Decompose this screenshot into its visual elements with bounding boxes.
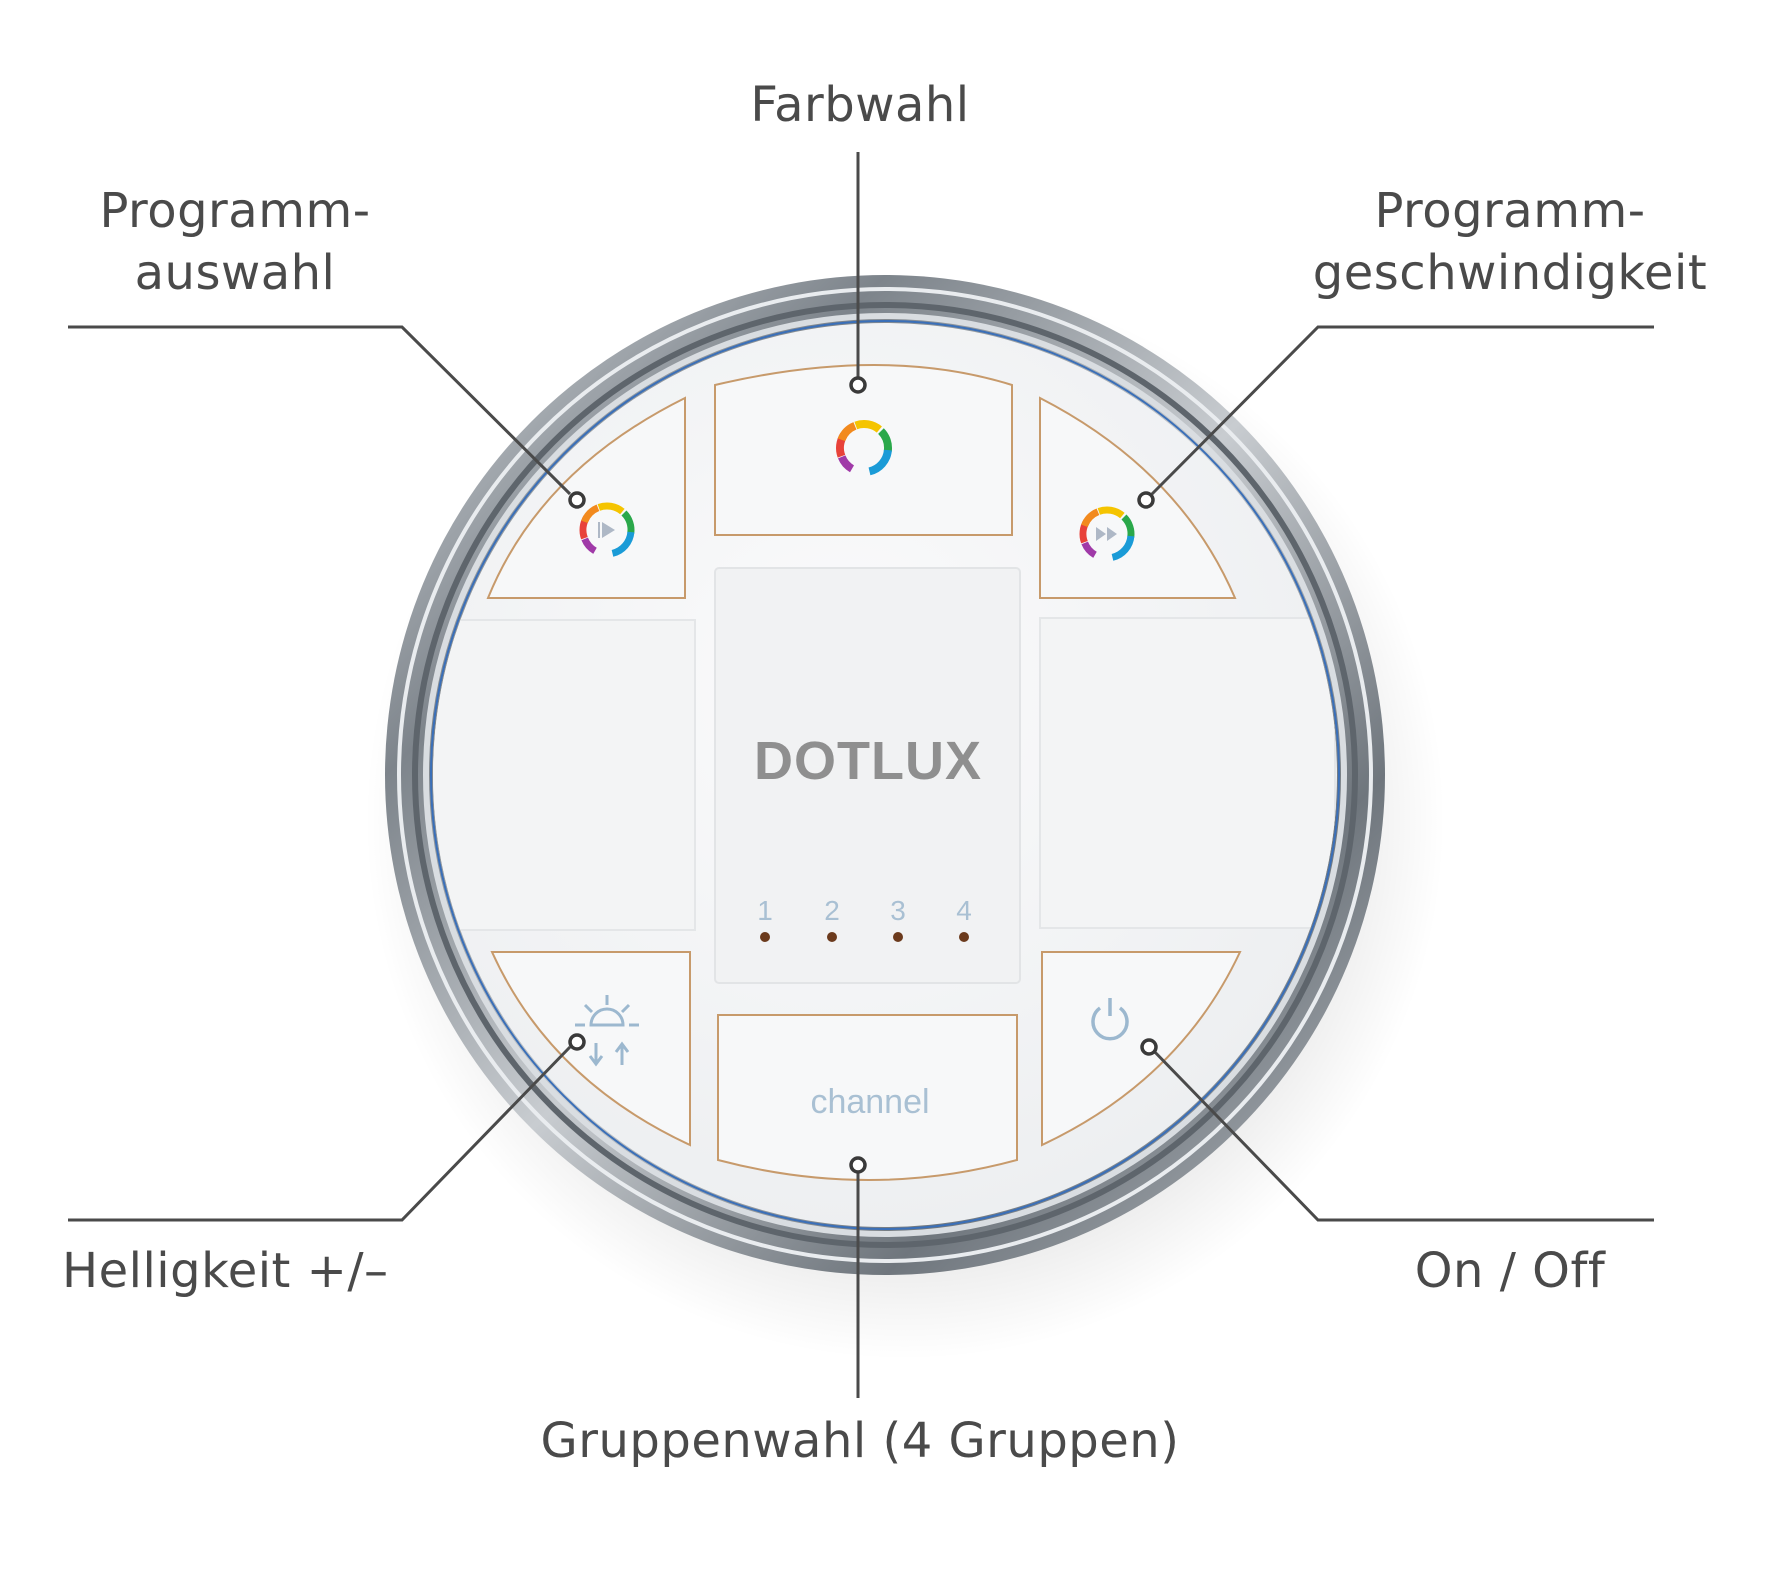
- group-led-4: [959, 932, 969, 942]
- callout-label-on-off: On / Off: [1414, 1243, 1606, 1299]
- center-panel: [714, 567, 1021, 984]
- callout-label-programmgeschwindigkeit: Programm- geschwindigkeit: [1310, 180, 1710, 304]
- group-number-4: 4: [956, 895, 972, 926]
- brand-logo: DOTLUX: [754, 731, 982, 791]
- programmauswahl-line1: Programm-: [99, 183, 371, 239]
- programmauswahl-line2: auswahl: [134, 245, 336, 301]
- group-led-indicators: [760, 932, 969, 942]
- group-number-3: 3: [890, 895, 906, 926]
- logo-o-ring: [807, 746, 829, 768]
- programmgeschwindigkeit-line2: geschwindigkeit: [1312, 245, 1708, 301]
- group-led-2: [827, 932, 837, 942]
- callout-label-gruppenwahl: Gruppenwahl (4 Gruppen): [540, 1413, 1180, 1469]
- callout-endpoints: [568, 376, 1158, 1174]
- right-blank-pad: [1039, 617, 1336, 929]
- programmgeschwindigkeit-line1: Programm-: [1374, 183, 1646, 239]
- group-number-2: 2: [824, 895, 840, 926]
- channel-button-label: channel: [810, 1083, 930, 1121]
- group-led-1: [760, 932, 770, 942]
- left-blank-pad: [433, 619, 696, 931]
- power-icon: [1091, 998, 1129, 1041]
- callout-label-helligkeit: Helligkeit +/–: [62, 1243, 389, 1299]
- callout-label-farbwahl: Farbwahl: [750, 77, 970, 133]
- brightness-button[interactable]: [490, 951, 691, 1147]
- program-select-button[interactable]: [486, 396, 686, 599]
- color-select-button[interactable]: [714, 364, 1013, 536]
- group-led-3: [893, 932, 903, 942]
- callout-label-programmauswahl: Programm- auswahl: [70, 180, 400, 304]
- group-number-1: 1: [757, 895, 773, 926]
- callout-lines: [68, 152, 1654, 1398]
- sunrise-up-down-arrows-icon: [575, 995, 639, 1067]
- channel-button[interactable]: [717, 1014, 1018, 1181]
